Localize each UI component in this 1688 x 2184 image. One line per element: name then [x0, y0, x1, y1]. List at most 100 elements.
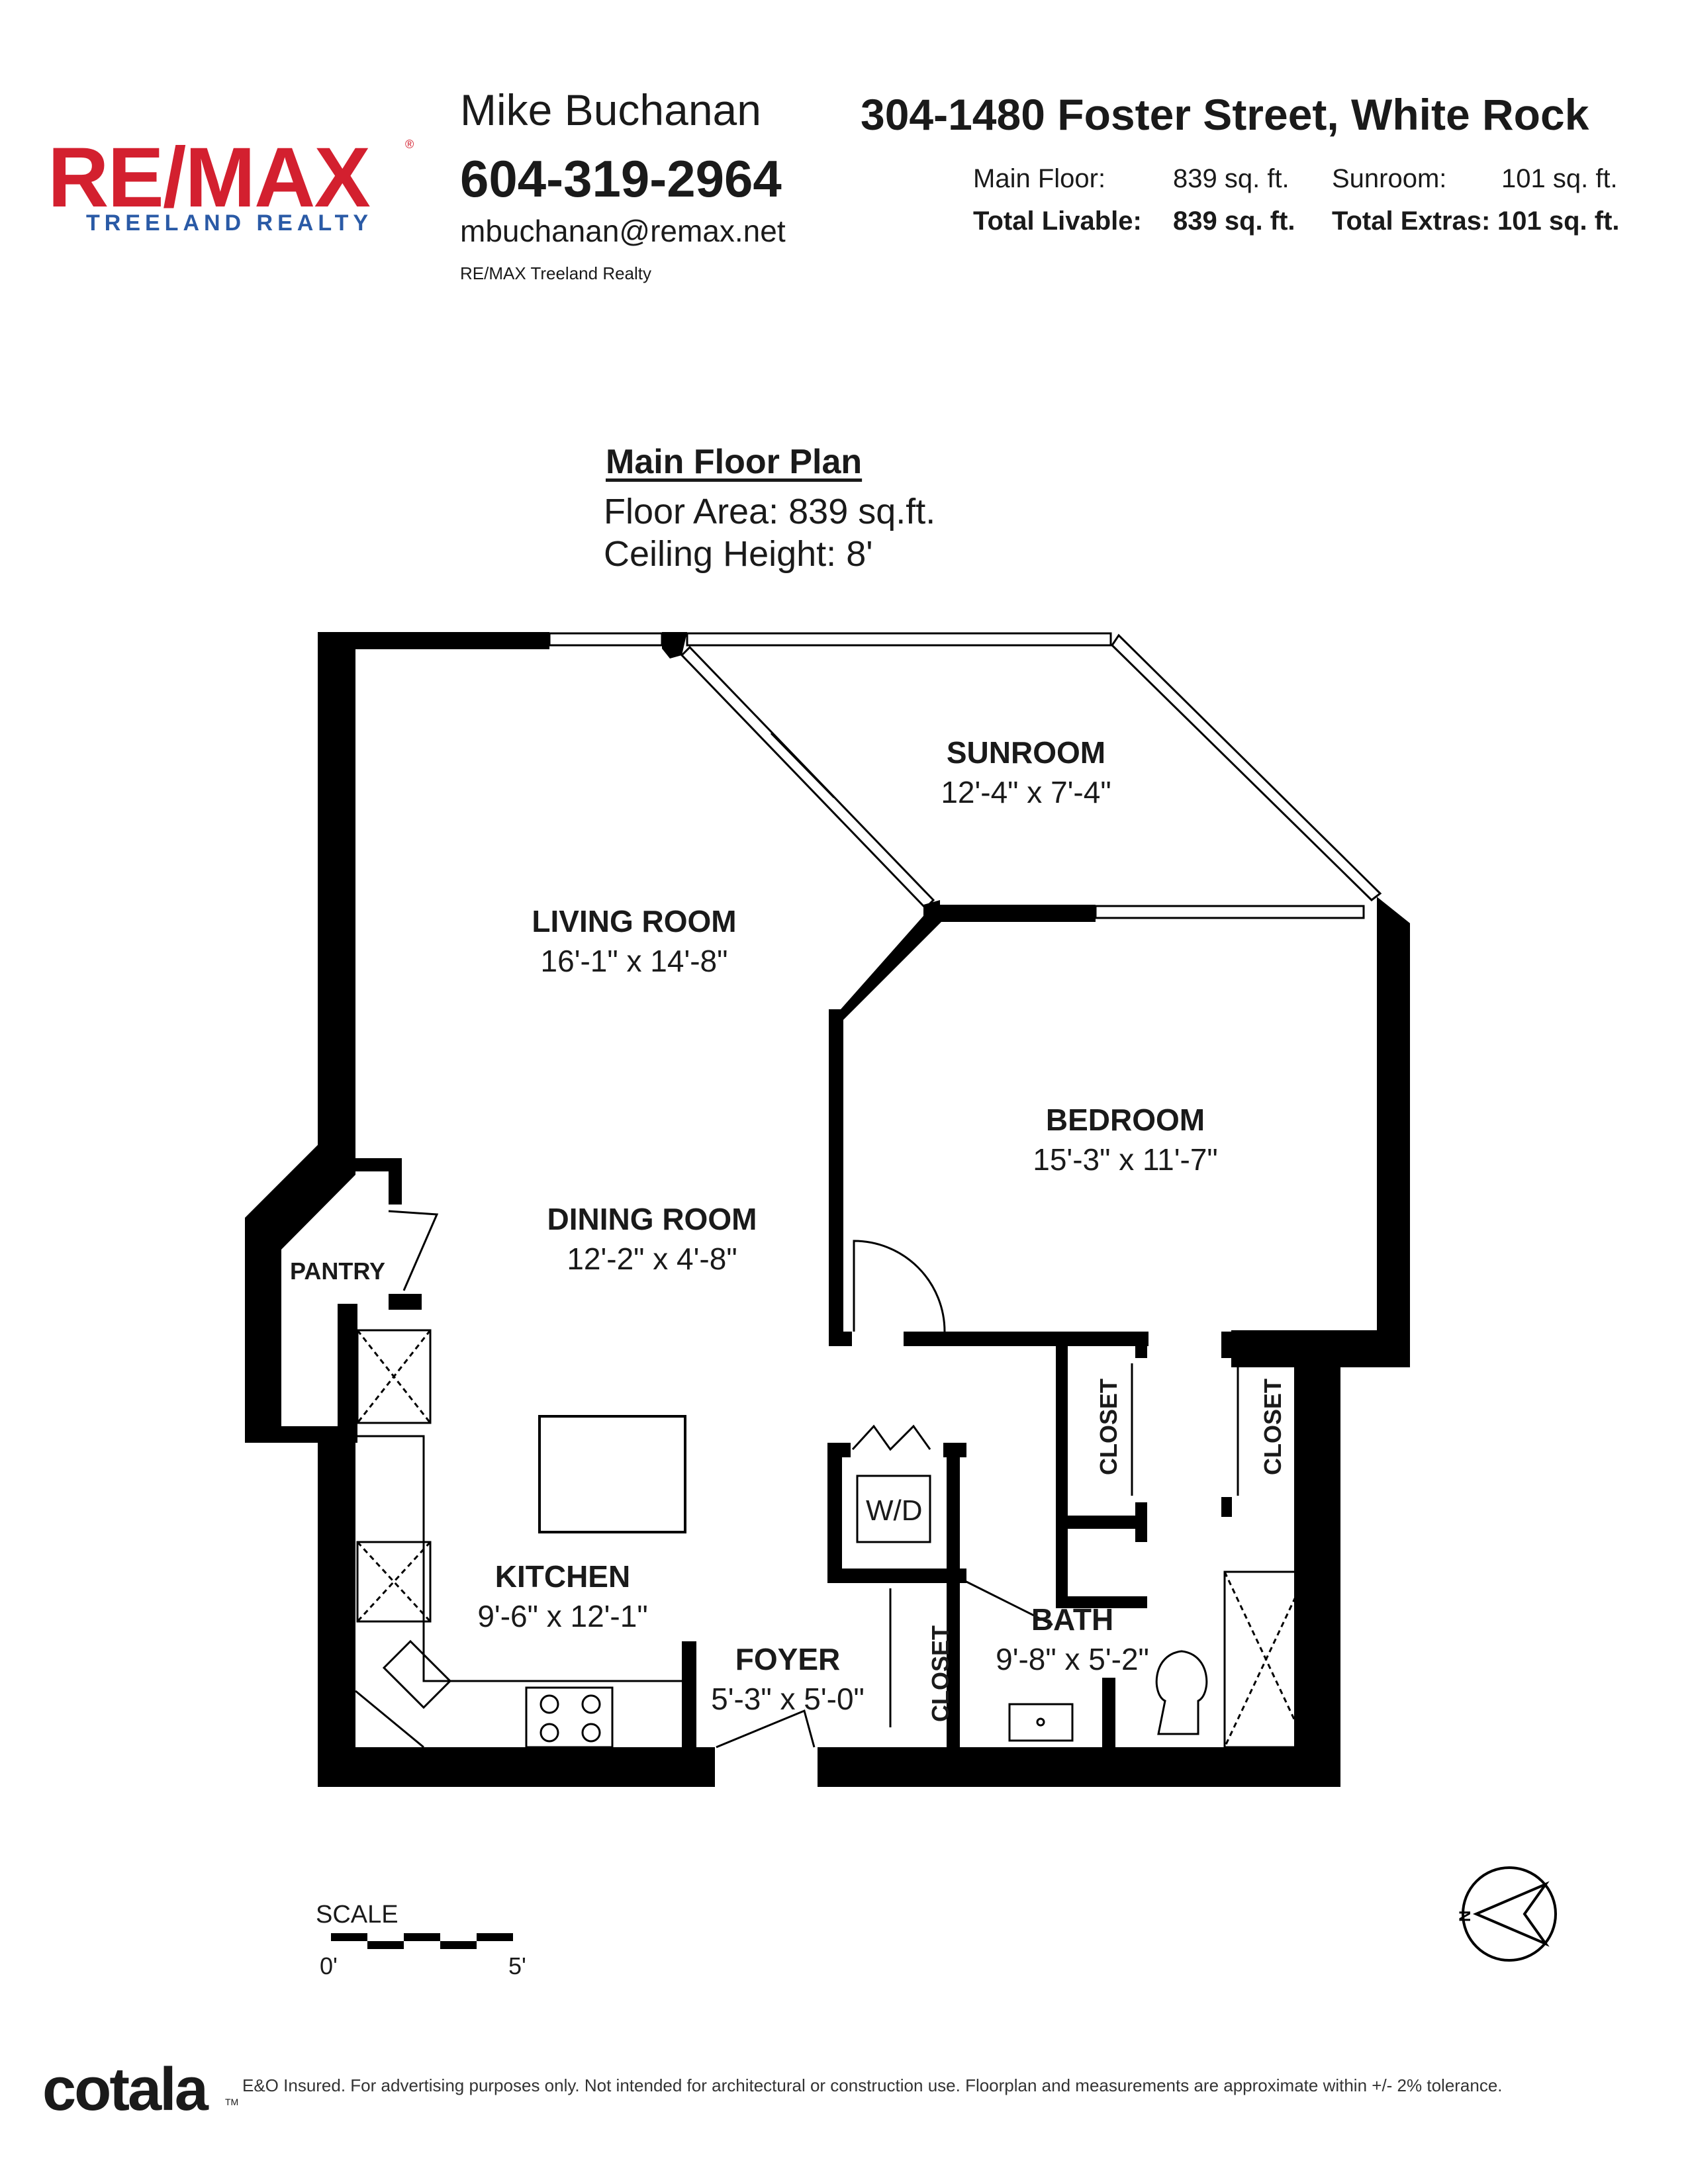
- window-bedroom-top: [1094, 905, 1365, 919]
- wall-pantry-inner: [338, 1304, 357, 1443]
- closet-label-bedroom-right: CLOSET: [1259, 1378, 1287, 1476]
- wall-closet1-right-top: [1135, 1332, 1147, 1358]
- wall-left-lower: [318, 1443, 355, 1787]
- room-dimensions: 9'-8" x 5'-2": [996, 1642, 1149, 1676]
- room-dimensions: 12'-4" x 7'-4": [941, 775, 1111, 809]
- wall-foyer-left: [682, 1641, 696, 1747]
- sunroom-area-value: 101 sq. ft.: [1501, 164, 1618, 193]
- shower-diag-2: [1223, 1571, 1309, 1748]
- remax-logo: RE/MAX: [48, 130, 371, 225]
- wall-bath-divider: [1102, 1678, 1115, 1747]
- agent-name: Mike Buchanan: [460, 85, 761, 134]
- room-name: FOYER: [735, 1642, 841, 1676]
- scale-label: SCALE: [316, 1901, 399, 1929]
- room-living: LIVING ROOM 16'-1" x 14'-8": [532, 903, 736, 979]
- wall-corner-ne: [1377, 897, 1410, 940]
- kitchen-counter: [357, 1435, 682, 1682]
- main-floor-value: 839 sq. ft.: [1173, 164, 1289, 193]
- burner-3: [539, 1723, 559, 1743]
- room-sunroom: SUNROOM 12'-4" x 7'-4": [941, 735, 1111, 810]
- wall-foyer-closet-right: [947, 1443, 960, 1747]
- total-livable-value: 839 sq. ft.: [1173, 206, 1295, 236]
- room-name: KITCHEN: [494, 1559, 631, 1594]
- window-sunroom-diag: [1111, 633, 1382, 901]
- total-extras-value: 101 sq. ft.: [1497, 206, 1620, 236]
- pantry-door: [388, 1210, 439, 1291]
- room-name: SUNROOM: [946, 735, 1106, 770]
- remax-logo-subtext: TREELAND REALTY: [86, 210, 373, 236]
- wall-closet1-left: [1056, 1332, 1068, 1524]
- wall-right-lower: [1294, 1363, 1340, 1787]
- dishwasher-diag-1: [356, 1541, 432, 1623]
- burner-1: [539, 1694, 559, 1714]
- room-dimensions: 15'-3" x 11'-7": [1033, 1142, 1218, 1177]
- wall-bottom-right: [818, 1747, 1340, 1787]
- room-dimensions: 16'-1" x 14'-8": [540, 944, 728, 978]
- wall-bedroom-left: [829, 1009, 843, 1343]
- dishwasher: [356, 1541, 432, 1623]
- toilet: [1155, 1650, 1208, 1735]
- room-kitchen: KITCHEN 9'-6" x 12'-1": [477, 1559, 647, 1634]
- plan-title: Main Floor Plan: [606, 443, 863, 481]
- sunroom-area-label: Sunroom:: [1332, 164, 1447, 193]
- bath-sink-drain: [1036, 1717, 1045, 1727]
- burner-4: [581, 1723, 601, 1743]
- wall-pantry-bottom: [389, 1294, 422, 1310]
- cotala-logo: cotala: [42, 2056, 209, 2123]
- wall-top-left: [318, 632, 549, 649]
- kitchen-sink: [382, 1639, 452, 1709]
- wall-wd-top-left: [827, 1443, 851, 1457]
- room-dining: DINING ROOM 12'-2" x 4'-8": [547, 1201, 757, 1277]
- shower: [1223, 1570, 1309, 1749]
- cooktop: [525, 1686, 614, 1749]
- total-livable-label: Total Livable:: [973, 206, 1142, 236]
- wall-bedroom-bottom: [904, 1332, 1149, 1346]
- wall-pantry-outer: [245, 1145, 355, 1443]
- wall-bottom-left: [318, 1747, 715, 1787]
- wall-bath-left: [1056, 1522, 1068, 1602]
- wall-left-upper: [318, 632, 355, 1148]
- main-floor-label: Main Floor:: [973, 164, 1106, 193]
- fridge: [356, 1329, 432, 1424]
- closet-label-bedroom-left: CLOSET: [1095, 1378, 1123, 1476]
- wall-right-upper: [1377, 923, 1410, 1367]
- property-address: 304-1480 Foster Street, White Rock: [861, 90, 1589, 139]
- scale-start: 0': [320, 1952, 338, 1979]
- room-bedroom: BEDROOM 15'-3" x 11'-7": [1033, 1102, 1218, 1177]
- scale-end: 5': [508, 1952, 526, 1979]
- bath-sink: [1008, 1703, 1074, 1742]
- agent-email: mbuchanan@remax.net: [460, 214, 786, 248]
- compass-north: N: [1456, 1911, 1474, 1922]
- kitchen-island: [538, 1415, 686, 1533]
- entry-door: [716, 1709, 816, 1749]
- room-name: BEDROOM: [1045, 1103, 1205, 1137]
- agent-company: RE/MAX Treeland Realty: [460, 263, 652, 283]
- closet-label-foyer: CLOSET: [927, 1625, 955, 1723]
- wall-bedroom-diag: [841, 905, 950, 1023]
- agent-phone: 604-319-2964: [460, 150, 782, 208]
- window-living-diag: [680, 645, 935, 910]
- compass-icon: N: [1456, 1866, 1557, 1962]
- fridge-diag-2: [356, 1330, 432, 1424]
- washer-dryer-label: W/D: [866, 1494, 923, 1527]
- window-living-top: [548, 632, 663, 647]
- dishwasher-diag-2: [356, 1541, 432, 1623]
- wall-bath-top: [1056, 1596, 1147, 1608]
- wall-bedroom-top: [933, 905, 1096, 922]
- registered-mark: ®: [405, 138, 414, 151]
- wall-closet2-left-bottom: [1221, 1497, 1232, 1517]
- room-foyer: FOYER 5'-3" x 5'-0": [711, 1641, 865, 1717]
- floor-area: Floor Area: 839 sq.ft.: [604, 492, 936, 531]
- room-name: BATH: [1031, 1602, 1114, 1637]
- cotala-tm: TM: [225, 2097, 239, 2107]
- ceiling-height: Ceiling Height: 8': [604, 534, 873, 574]
- disclaimer: E&O Insured. For advertising purposes on…: [242, 2075, 1503, 2095]
- bedroom-door: [853, 1240, 946, 1332]
- room-name: LIVING ROOM: [532, 904, 737, 938]
- wall-wd-bottom: [827, 1569, 966, 1583]
- kitchen-corner: [355, 1690, 424, 1749]
- scale-bar: [331, 1933, 513, 1949]
- wall-bedroom-stub: [829, 1332, 852, 1346]
- wall-right-step: [1231, 1330, 1410, 1367]
- total-extras-label: Total Extras:: [1332, 206, 1491, 236]
